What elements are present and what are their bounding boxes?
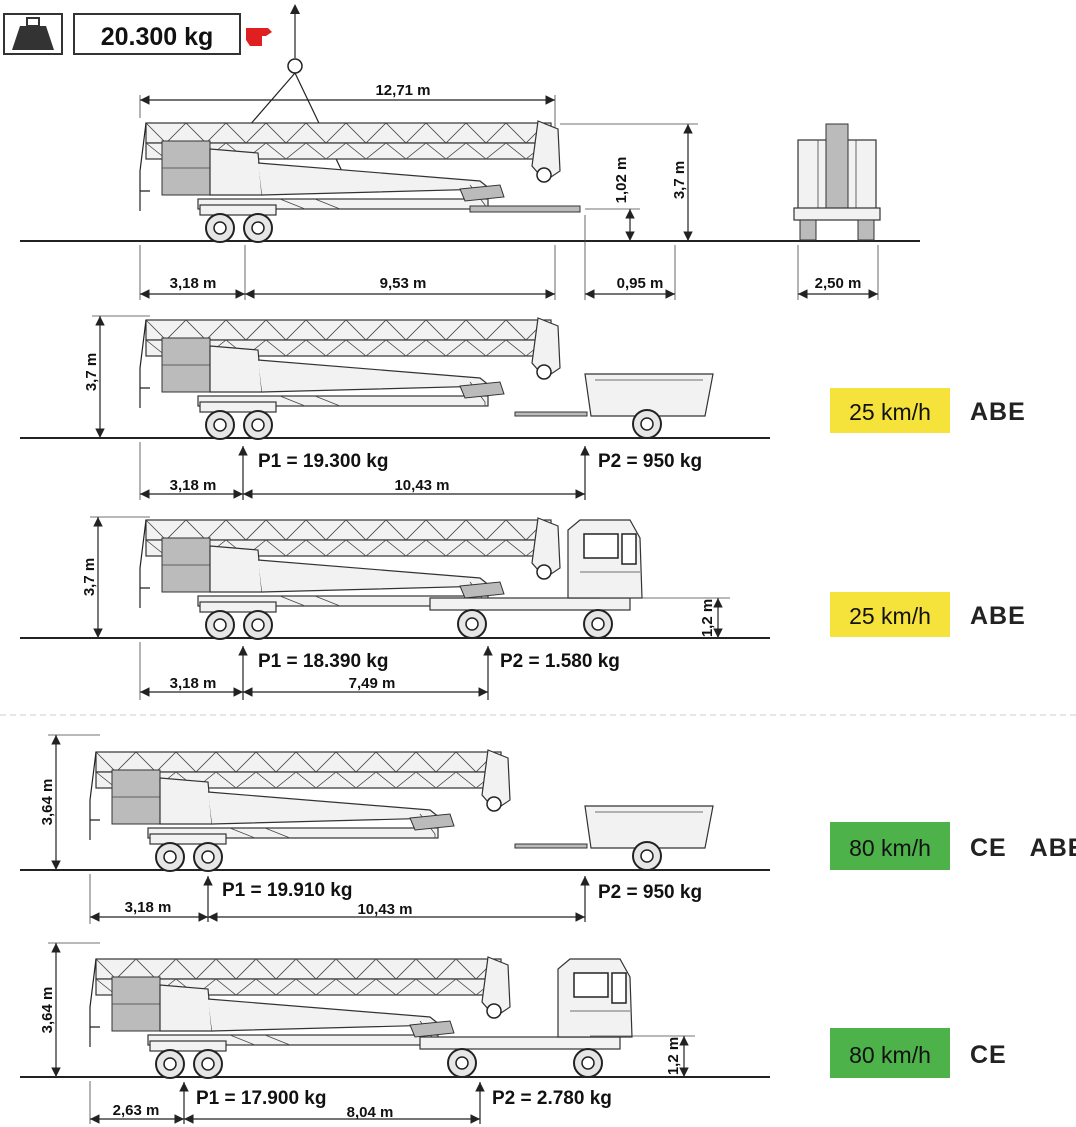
crane-front-view: [793, 123, 881, 241]
speed-label: 25 km/h: [849, 399, 931, 425]
speed-label: 80 km/h: [849, 835, 931, 861]
dim-rear: 3,18 m: [170, 477, 217, 494]
axle-load-p2: P2 = 1.580 kg: [500, 651, 620, 672]
dim-hitch-height: 1,02 m: [613, 157, 630, 204]
weight-value-box: [73, 13, 241, 55]
config-3: 3,64 m P1 = 19.910 kg P2 = 950 kg 3,18 m…: [20, 734, 1076, 924]
dim-height: 3,7 m: [83, 353, 100, 391]
crane-side: [139, 120, 561, 243]
speed-badge: [830, 822, 950, 870]
speed-badge: [830, 592, 950, 637]
approval-norms: CE ABE: [970, 834, 1076, 862]
dim-height: 3,64 m: [39, 987, 56, 1034]
axle-load-p2: P2 = 2.780 kg: [492, 1088, 612, 1109]
config-2: 3,7 m 1,2 m P1 = 18.390 kg P2 = 1.580 kg…: [20, 516, 1026, 700]
dim-width: 2,50 m: [815, 275, 862, 292]
crane-side: [89, 749, 511, 872]
weight-value: 20.300 kg: [101, 23, 214, 51]
dim-height: 3,64 m: [39, 779, 56, 826]
dim-coupling-height: 1,2 m: [665, 1037, 682, 1075]
weight-icon: [12, 26, 54, 50]
dim-axle-distance: 7,49 m: [349, 675, 396, 692]
trailer: [514, 373, 714, 439]
approval-norms: CE: [970, 1041, 1007, 1069]
config-1: 3,7 m P1 = 19.300 kg P2 = 950 kg 3,18 m …: [20, 315, 1026, 500]
dim-wheelbase: 9,53 m: [380, 275, 427, 292]
axle-load-p1: P1 = 19.300 kg: [258, 451, 388, 472]
dim-axle-distance: 10,43 m: [394, 477, 449, 494]
axle-load-p1: P1 = 18.390 kg: [258, 651, 388, 672]
dim-total-length: 12,71 m: [375, 82, 430, 99]
trailer: [514, 805, 714, 871]
axle-load-p1: P1 = 19.910 kg: [222, 880, 352, 901]
top-view: 12,71 m 3,7 m 1,02 m 3,18 m 9,53 m 0,95 …: [20, 4, 920, 300]
dim-rear-overhang: 3,18 m: [170, 275, 217, 292]
pointing-hand-icon: [246, 28, 272, 46]
dim-rear: 2,63 m: [113, 1102, 160, 1119]
dim-rear: 3,18 m: [170, 675, 217, 692]
speed-badge: [830, 1028, 950, 1078]
crane-side: [89, 956, 511, 1079]
dim-rear: 3,18 m: [125, 899, 172, 916]
crane-side: [139, 317, 561, 440]
config-4: 3,64 m 1,2 m P1 = 17.900 kg P2 = 2.780 k…: [20, 942, 1007, 1124]
weight-badge: 20.300 kg: [3, 13, 272, 55]
dim-coupling-height: 1,2 m: [699, 599, 716, 637]
approval-norms: ABE: [970, 602, 1026, 630]
approval-norms: ABE: [970, 398, 1026, 426]
dim-height: 3,7 m: [671, 161, 688, 199]
speed-label: 80 km/h: [849, 1042, 931, 1068]
speed-badge: [830, 388, 950, 433]
axle-load-p1: P1 = 17.900 kg: [196, 1088, 326, 1109]
axle-load-p2: P2 = 950 kg: [598, 882, 702, 903]
dim-front-overhang: 0,95 m: [617, 275, 664, 292]
dim-axle-distance: 8,04 m: [347, 1104, 394, 1121]
crane-side: [139, 517, 561, 640]
dim-height: 3,7 m: [81, 558, 98, 596]
axle-load-p2: P2 = 950 kg: [598, 451, 702, 472]
dim-axle-distance: 10,43 m: [357, 901, 412, 918]
speed-label: 25 km/h: [849, 603, 931, 629]
